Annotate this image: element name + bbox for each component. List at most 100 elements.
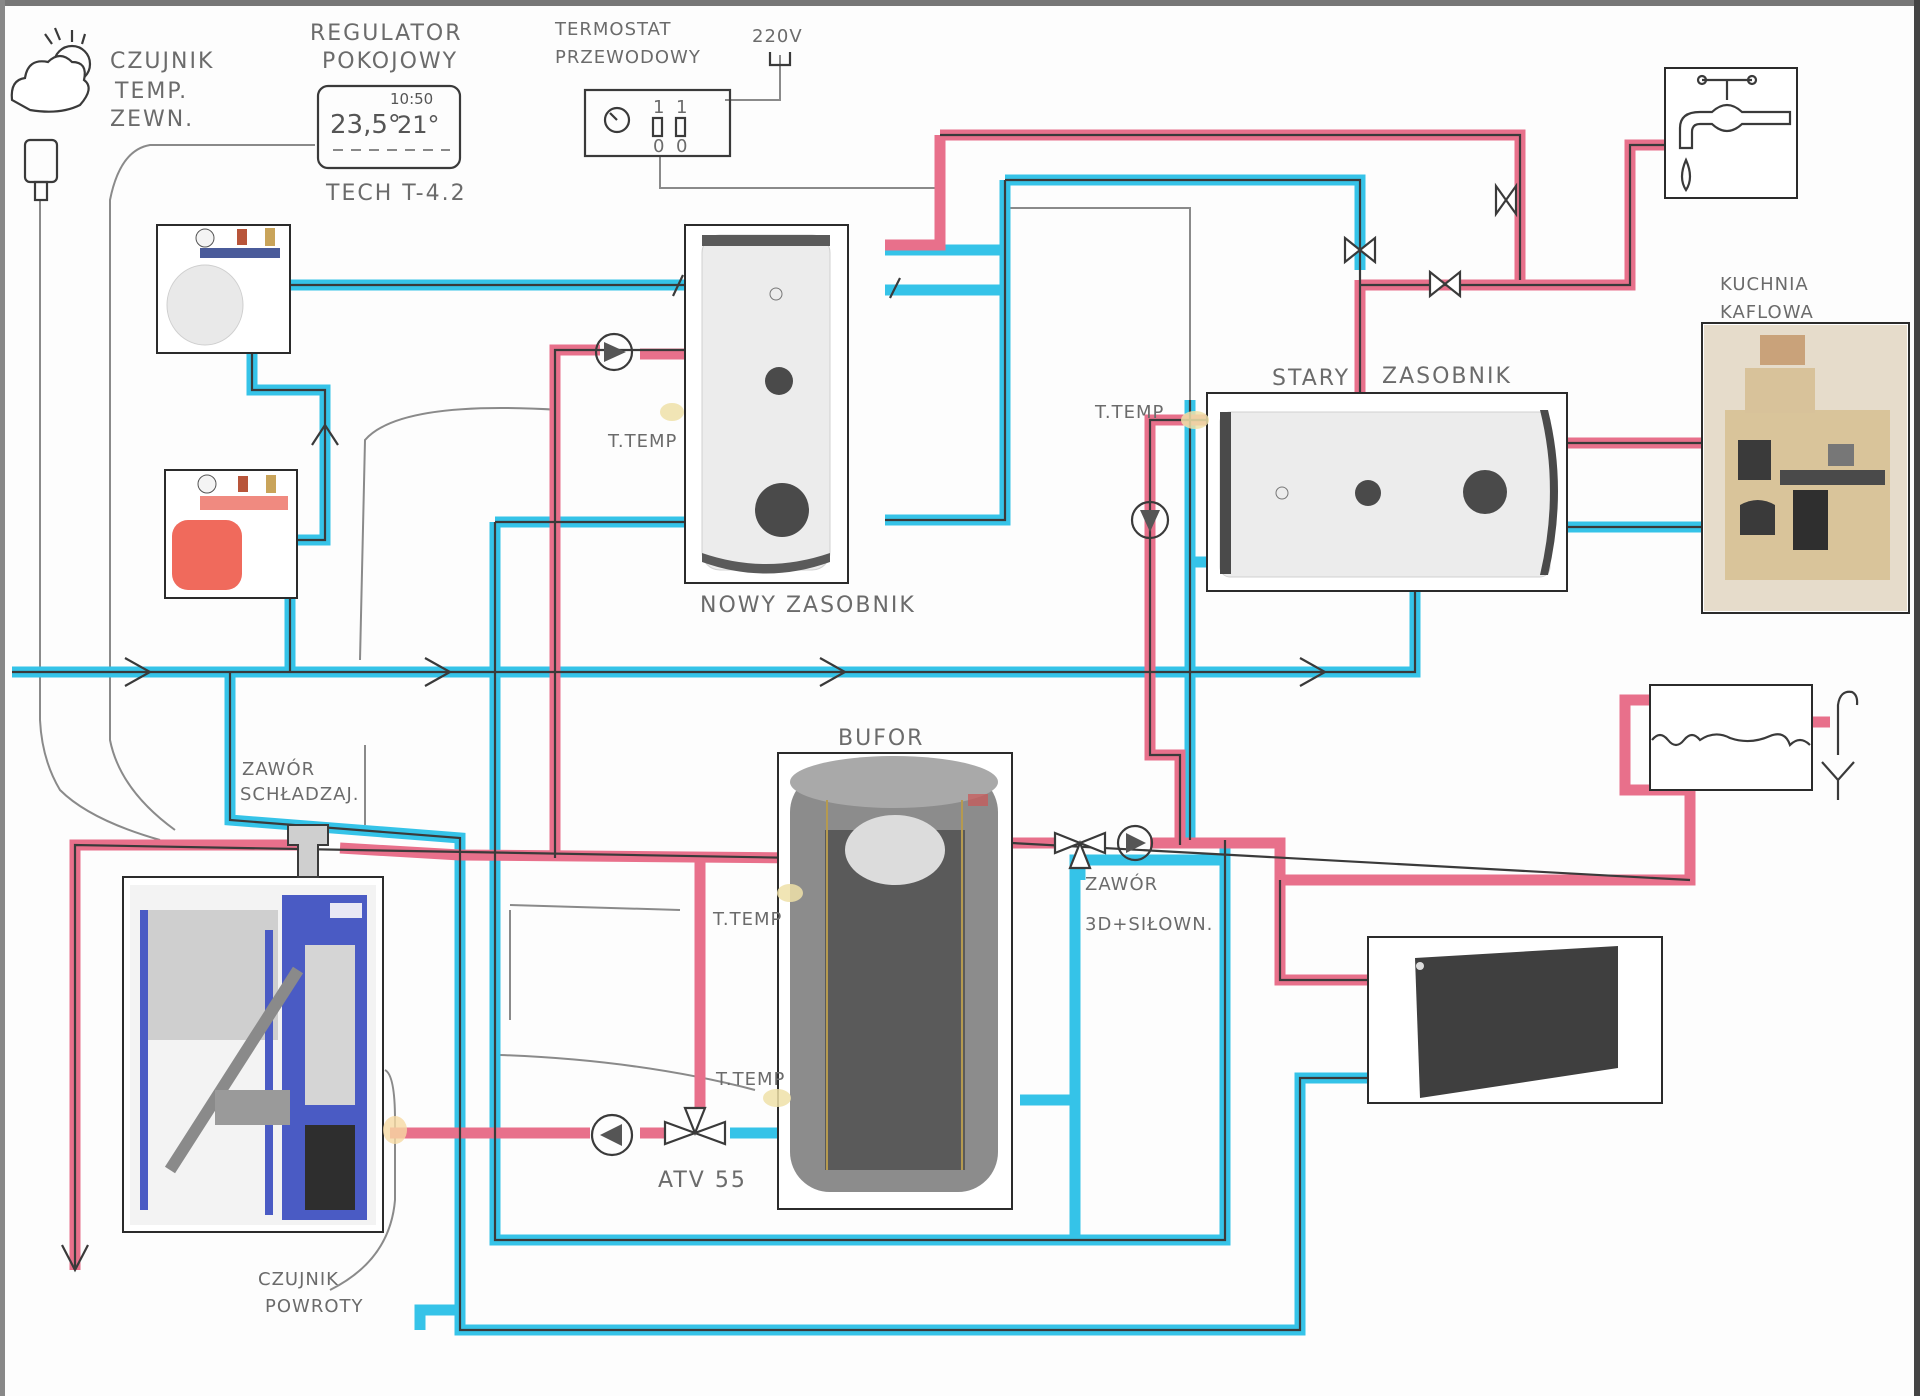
kitchen-stove[interactable]: KUCHNIA KAFLOWA — [1701, 274, 1910, 614]
pump-central-heating[interactable] — [1116, 824, 1154, 862]
atv-valve-icon[interactable] — [663, 1106, 727, 1146]
cooling-valve-label-1: ZAWÓR — [242, 758, 315, 780]
valves — [663, 182, 1518, 1146]
thermostat-label-1: TERMOSTAT — [554, 19, 672, 40]
svg-text:CZUJNIK: CZUJNIK — [110, 49, 214, 74]
old-tank-temp-sensor — [1181, 411, 1209, 429]
open-expansion-vessel[interactable] — [156, 224, 291, 354]
thermostat-body — [583, 88, 732, 158]
old-tank-temp-sensor-label: T.TEMP — [1094, 402, 1164, 423]
pressure-gauge-icon — [195, 228, 215, 248]
flow-arrow-icon — [1299, 657, 1328, 687]
kitchen-stove-crown — [1760, 335, 1805, 365]
room-regulator-label-2: POKOJOWY — [322, 49, 458, 74]
old-tank-left-cap — [1220, 412, 1231, 574]
new-tank-top-rim — [702, 235, 830, 246]
new-tank-temp-sensor-label: T.TEMP — [607, 431, 677, 452]
kitchen-stove-oven — [1740, 500, 1775, 535]
scan-edge-top — [0, 0, 1920, 6]
radiator[interactable] — [1367, 936, 1663, 1104]
boiler-feeder-auger — [164, 966, 304, 1174]
cold-return-loop — [414, 1304, 460, 1330]
return-sensor-label-2: POWROTY — [265, 1296, 364, 1317]
closed-vessel-tank — [172, 520, 242, 590]
svg-text:ZEWN.: ZEWN. — [110, 107, 194, 132]
room-regulator-time: 10:50 — [390, 90, 433, 108]
boiler[interactable] — [122, 824, 384, 1233]
switch-2-off-label: 0 — [676, 136, 688, 157]
new-tank[interactable]: NOWY ZASOBNIK — [684, 224, 916, 618]
outdoor-sensor-label: CZUJNIK TEMP. ZEWN. — [110, 49, 214, 132]
buffer-inner-dome — [845, 815, 945, 885]
svg-text:TEMP.: TEMP. — [114, 79, 188, 104]
kitchen-stove-label-1: KUCHNIA — [1720, 274, 1809, 295]
room-regulator-label-1: REGULATOR — [310, 21, 462, 46]
pumps — [590, 332, 1170, 1157]
pressure-gauge-icon — [197, 474, 217, 494]
old-tank-port-large — [1463, 470, 1507, 514]
radiator-panel — [1415, 946, 1618, 1098]
heat-exchanger[interactable] — [1649, 684, 1859, 800]
hot-to-radiator — [1274, 880, 1370, 986]
pump-old-tank[interactable] — [1130, 500, 1170, 540]
outdoor-sensor-housing — [23, 138, 59, 184]
water-tap-icon — [1678, 74, 1792, 192]
water-tap[interactable] — [1664, 67, 1798, 199]
pump-new-tank[interactable] — [594, 332, 634, 372]
three-way-valve-label-1: ZAWÓR — [1085, 873, 1158, 895]
boiler-controller-display — [330, 903, 362, 918]
old-tank-label-2: ZASOBNIK — [1382, 364, 1512, 389]
closed-expansion-vessel[interactable] — [164, 469, 298, 599]
wired-thermostat[interactable]: TERMOSTAT PRZEWODOWY 1 1 0 0 220V — [554, 19, 803, 158]
thermostat-dial-icon[interactable] — [603, 106, 631, 134]
ball-valve-icon[interactable] — [1343, 235, 1377, 265]
boiler-feeder-motor — [215, 1090, 290, 1125]
outdoor-sensor[interactable]: CZUJNIK TEMP. ZEWN. — [10, 27, 215, 202]
boiler-frame-post-mid — [265, 930, 273, 1215]
buffer-top — [790, 756, 998, 808]
room-regulator-set-temp: 21° — [397, 111, 440, 139]
room-regulator[interactable]: REGULATOR POKOJOWY 23,5° 21° 10:50 TECH … — [310, 21, 467, 206]
thermostat-switch-2[interactable] — [674, 116, 687, 138]
new-tank-bottom-rim — [702, 553, 830, 574]
cooling-valve-icon[interactable] — [287, 824, 329, 878]
three-way-valve-icon[interactable] — [1053, 831, 1107, 870]
old-tank-port-small — [1355, 480, 1381, 506]
open-vessel-tank — [166, 264, 244, 346]
open-vessel-manifold — [200, 248, 280, 258]
thermostat-switch-1[interactable] — [651, 116, 664, 138]
old-tank[interactable]: STARY ZASOBNIK — [1206, 364, 1568, 592]
atv-label: ATV 55 — [658, 1168, 747, 1193]
buffer-cutaway — [825, 830, 965, 1170]
wire-new-tank-sensor — [359, 407, 561, 661]
flow-arrow-icon — [61, 1244, 89, 1273]
flow-arrow-icon — [819, 657, 848, 687]
room-regulator-body — [316, 84, 462, 170]
pipe-markers — [672, 274, 901, 299]
hot-new-tank-feed — [549, 344, 600, 858]
drain-icon — [1821, 761, 1855, 800]
wire-buffer-sensor-bottom — [499, 1054, 756, 1091]
ball-valve-icon[interactable] — [1428, 269, 1462, 299]
buffer[interactable]: BUFOR — [777, 726, 1013, 1210]
flow-arrow-icon — [311, 422, 339, 446]
return-sensor-label-1: CZUJNIK — [258, 1269, 339, 1290]
room-regulator-model: TECH T-4.2 — [325, 181, 467, 206]
power-supply-label: 220V — [752, 26, 803, 47]
boiler-frame-post-left — [140, 910, 148, 1210]
wire-220v — [725, 55, 781, 101]
ball-valve-icon[interactable] — [1494, 182, 1518, 218]
new-tank-port-upper — [765, 367, 793, 395]
cold-buffer-out — [1020, 854, 1225, 1106]
pump-icon — [590, 1113, 634, 1157]
heat-exchanger-coil — [1651, 733, 1811, 748]
thermostat-label-2: PRZEWODOWY — [555, 47, 701, 68]
hot-old-tank-loop — [1144, 414, 1215, 845]
water-drop-icon — [1680, 157, 1692, 192]
kitchen-stove-door — [1738, 440, 1771, 480]
buffer-temp-sensor-bottom-label: T.TEMP — [715, 1069, 785, 1090]
wire-old-tank-sensor — [1010, 207, 1191, 400]
pump-boiler[interactable] — [590, 1113, 634, 1157]
cold-to-old-tank — [1200, 590, 1421, 678]
